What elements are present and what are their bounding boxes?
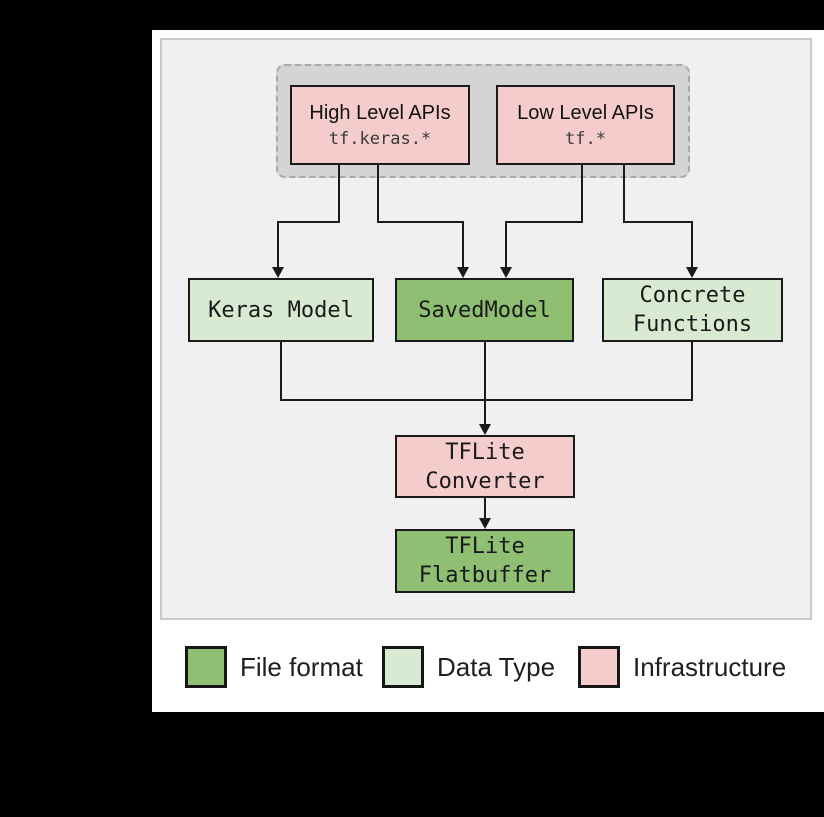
node-title: High Level APIs	[309, 101, 451, 124]
content-area: High Level APIs tf.keras.* Low Level API…	[152, 30, 824, 712]
connector	[280, 342, 693, 401]
file-format-swatch-icon	[185, 646, 227, 688]
arrowhead-icon	[500, 267, 512, 278]
legend-label: File format	[240, 651, 363, 682]
data-type-swatch-icon	[382, 646, 424, 688]
node-code-label: tf.keras.*	[328, 128, 432, 149]
connector	[277, 165, 340, 268]
node-label: Converter	[425, 468, 545, 494]
arrowhead-icon	[479, 424, 491, 435]
node-label: Keras Model	[208, 297, 354, 323]
node-code-label: tf.*	[565, 128, 606, 149]
node-label: SavedModel	[418, 297, 551, 323]
arrowhead-icon	[457, 267, 469, 278]
connector-lines	[272, 165, 698, 529]
node-label: Concrete	[639, 283, 746, 308]
connector	[377, 165, 464, 268]
legend-label: Data Type	[437, 651, 556, 682]
legend-item-file-format: File format	[185, 646, 363, 688]
arrowhead-icon	[686, 267, 698, 278]
legend-item-infrastructure: Infrastructure	[578, 646, 786, 688]
node-label: Flatbuffer	[418, 563, 552, 588]
connector	[623, 165, 693, 268]
node-tflite-converter: TFLite Converter	[395, 435, 575, 498]
node-concrete-functions: Concrete Functions	[602, 278, 783, 342]
node-keras-model: Keras Model	[188, 278, 374, 342]
arrowhead-icon	[479, 518, 491, 529]
node-label: TFLite	[445, 439, 525, 465]
infrastructure-swatch-icon	[578, 646, 620, 688]
connector	[505, 165, 583, 268]
node-low-level-apis: Low Level APIs tf.*	[496, 85, 675, 165]
legend: File format Data Type Infrastructure	[152, 646, 824, 688]
node-label: Functions	[632, 312, 753, 337]
diagram-panel: High Level APIs tf.keras.* Low Level API…	[160, 38, 812, 620]
legend-item-data-type: Data Type	[382, 646, 555, 688]
node-title: Low Level APIs	[517, 101, 654, 124]
arrowhead-icon	[272, 267, 284, 278]
node-tflite-flatbuffer: TFLite Flatbuffer	[395, 529, 575, 593]
node-high-level-apis: High Level APIs tf.keras.*	[290, 85, 470, 165]
node-label: TFLite	[445, 534, 525, 559]
legend-label: Infrastructure	[633, 651, 787, 682]
node-saved-model: SavedModel	[395, 278, 574, 342]
